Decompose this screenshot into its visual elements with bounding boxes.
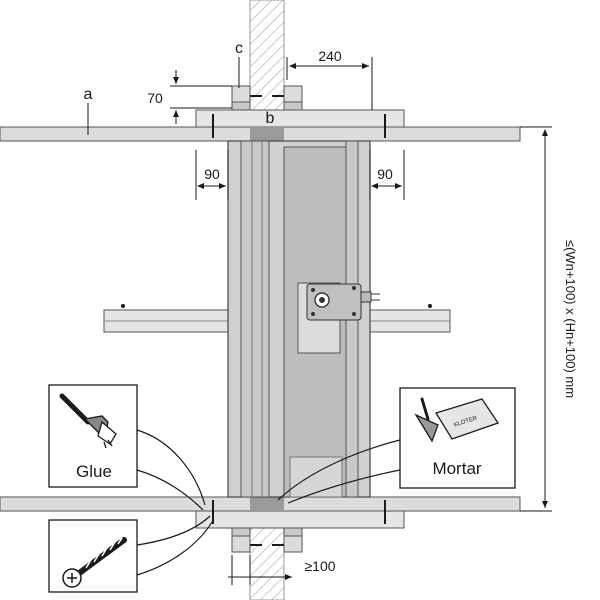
screw-callout [48,519,138,593]
paintbrush-icon [59,393,117,449]
dim-90-right-label: 90 [377,166,393,182]
mortar-label: Mortar [432,459,481,478]
dim-90-left-label: 90 [204,166,220,182]
top-block-left [231,85,251,103]
top-block-right [283,85,303,103]
label-c: c [235,40,243,57]
dim-240-label: 240 [318,48,342,64]
bottom-block-right [283,527,303,537]
glue-label: Glue [76,462,112,481]
top-block-right-2 [283,101,303,111]
bottom-cover-strip [195,510,405,529]
label-b: b [266,110,275,127]
cover-screws [212,114,386,524]
damper-frame-left [240,140,270,498]
bottom-block-right-2 [283,535,303,553]
glue-callout [48,384,138,488]
label-a: a [84,86,93,103]
top-block-left-2 [231,101,251,111]
dim-opening-label: ≤(Wn+100) x (Hn+100) mm [563,240,578,398]
mortar-trowel-icon: KLOTER [414,397,500,443]
screw-icon [62,537,127,588]
mortar-callout [399,387,516,489]
top-cover-strip [195,109,405,128]
mortar-fill-top [250,127,284,141]
dim-100-label: ≥100 [304,558,335,574]
bottom-block-left [231,527,251,537]
mortar-fill-bottom [250,497,284,511]
dim-70-label: 70 [147,90,163,106]
bottom-block-left-2 [231,535,251,553]
